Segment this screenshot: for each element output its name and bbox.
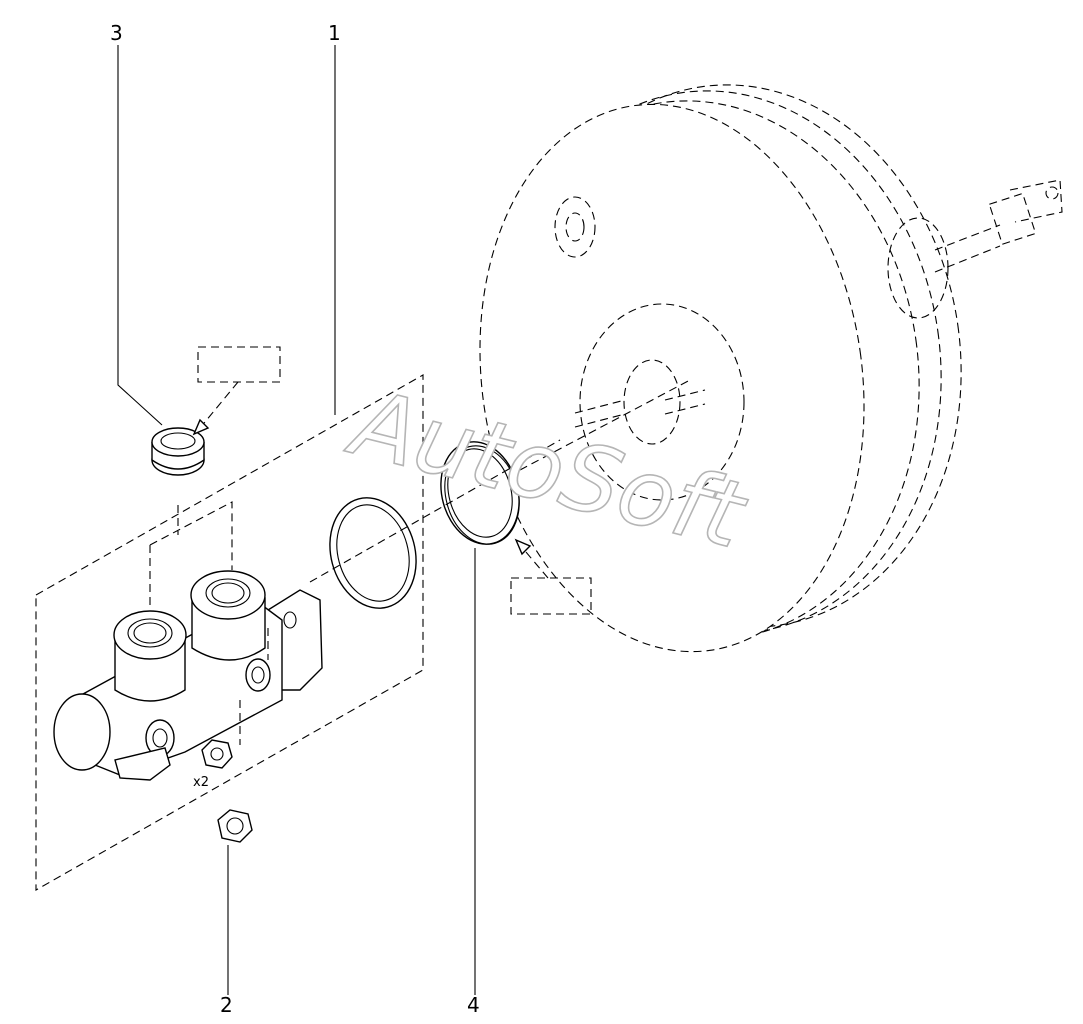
callout-3: 3 [110, 21, 123, 45]
callout-4: 4 [467, 993, 480, 1017]
brake-booster [479, 84, 1063, 653]
reservoir-grommet [151, 427, 205, 476]
leader-3 [117, 45, 163, 426]
o-ring-seal [329, 497, 417, 609]
quantity-note: x2 [193, 775, 209, 790]
callout-2: 2 [220, 993, 233, 1017]
master-cylinder [53, 570, 323, 781]
reference-box-bottom [510, 577, 592, 615]
reference-box-top [197, 346, 281, 383]
assembly-lines [149, 379, 691, 745]
mounting-nut-installed [201, 739, 233, 769]
mounting-nut [217, 809, 253, 843]
callout-1: 1 [328, 21, 341, 45]
